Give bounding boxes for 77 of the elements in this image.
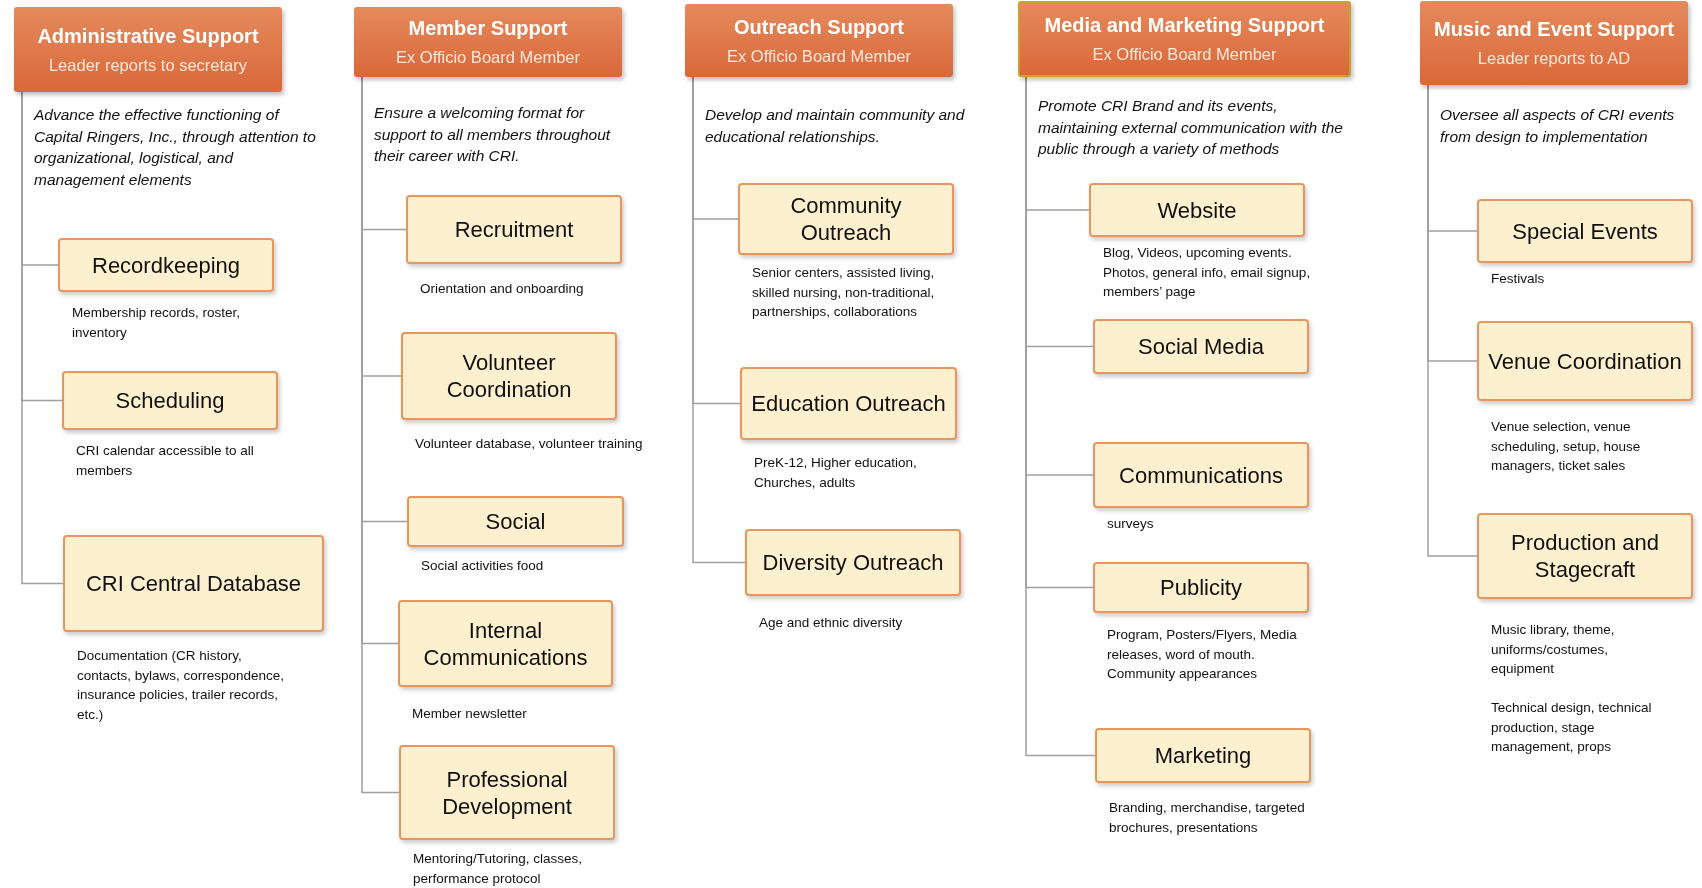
header-box [14, 7, 282, 92]
role-box [740, 367, 957, 440]
header-title: Media and Marketing Support [1044, 13, 1325, 38]
role-box [58, 238, 274, 292]
role-label: Scheduling [115, 387, 225, 414]
role-box [1477, 199, 1693, 263]
detail-text: Age and ethnic diversity [759, 614, 904, 632]
role-label: Volunteer Coordination [445, 349, 573, 403]
role-box [1093, 562, 1309, 613]
header-subtitle: Leader reports to secretary [48, 54, 248, 76]
header-subtitle: Leader reports to AD [1477, 48, 1631, 69]
role-box [738, 183, 954, 255]
detail-text: Festivals [1491, 270, 1546, 288]
detail-text: Senior centers, assisted living, skilled nursing, non-traditional, partnerships, collaborations [752, 264, 936, 321]
role-box [399, 745, 615, 840]
detail-text: Venue selection, venue scheduling, setup, house managers, ticket sales [1491, 418, 1642, 475]
role-box [1093, 319, 1309, 374]
description-text: Advance the effective functioning of Capital Ringers, Inc., through attention to organizational, logistical, and management elements [34, 105, 317, 190]
detail-text: Orientation and onboarding [420, 280, 585, 298]
role-box [1093, 442, 1309, 508]
role-label: Venue Coordination [1488, 347, 1682, 375]
header-title: Member Support [408, 16, 568, 41]
role-label: Marketing [1154, 742, 1252, 769]
detail-text: CRI calendar accessible to all members [76, 442, 255, 480]
detail-text: Documentation (CR history, contacts, bylaws, correspondence, insurance policies, trailer records, etc.) [77, 647, 286, 724]
header-title: Administrative Support [37, 23, 259, 49]
role-label: Social Media [1138, 333, 1264, 360]
role-label: Social [485, 508, 546, 535]
role-label: Education Outreach [751, 390, 946, 417]
role-label: Professional Development [441, 765, 573, 820]
description-text: Oversee all aspects of CRI events from design to implementation [1440, 105, 1676, 147]
role-label: Community Outreach [789, 192, 903, 246]
role-box [62, 371, 278, 430]
header-subtitle: Ex Officio Board Member [727, 45, 911, 67]
detail-text: Technical design, technical production, stage management, props [1491, 699, 1653, 756]
header-box [1420, 1, 1688, 85]
role-box [63, 535, 324, 632]
role-box [1477, 513, 1693, 599]
detail-text: surveys [1107, 515, 1155, 533]
role-box [1089, 183, 1305, 237]
detail-text: Blog, Videos, upcoming events. Photos, general info, email signup, members’ page [1103, 244, 1312, 301]
header-title: Outreach Support [734, 14, 904, 40]
role-box [406, 195, 622, 264]
detail-text: PreK-12, Higher education, Churches, adults [754, 454, 918, 492]
role-box [401, 332, 617, 420]
detail-text: Membership records, roster, inventory [72, 304, 242, 342]
role-label: Diversity Outreach [762, 549, 944, 576]
header-subtitle: Ex Officio Board Member [1092, 44, 1277, 65]
role-label: Publicity [1160, 574, 1242, 601]
role-box [745, 529, 961, 596]
role-box [1477, 321, 1693, 401]
role-label: CRI Central Database [85, 570, 302, 597]
detail-text: Social activities food [421, 557, 545, 575]
detail-text: Music library, theme, uniforms/costumes, equipment [1491, 621, 1616, 678]
role-box [1095, 728, 1311, 783]
detail-text: Member newsletter [412, 705, 528, 723]
detail-text: Mentoring/Tutoring, classes, performance protocol [413, 850, 584, 888]
role-label: Recordkeeping [92, 251, 240, 279]
detail-text: Volunteer database, volunteer training [415, 435, 644, 453]
description-text: Promote CRI Brand and its events, maintaining external communication with the public through a variety of methods [1038, 96, 1344, 159]
role-box [398, 600, 613, 687]
role-box [407, 496, 624, 547]
role-label: Communications [1119, 461, 1283, 489]
header-box [354, 7, 622, 77]
description-text: Develop and maintain community and educational relationships. [705, 105, 966, 147]
detail-text: Program, Posters/Flyers, Media releases, word of mouth. Community appearances [1107, 626, 1298, 683]
header-subtitle: Ex Officio Board Member [396, 47, 580, 68]
role-label: Special Events [1512, 217, 1658, 245]
header-title: Music and Event Support [1434, 17, 1674, 42]
role-label: Production and Stagecraft [1510, 529, 1660, 583]
role-label: Website [1157, 196, 1237, 224]
role-label: Internal Communications [422, 616, 589, 671]
header-box [1018, 1, 1351, 77]
header-box [685, 4, 953, 77]
description-text: Ensure a welcoming format for support to all members throughout their career with CRI. [374, 103, 612, 166]
role-label: Recruitment [454, 216, 574, 243]
detail-text: Branding, merchandise, targeted brochures, presentations [1109, 799, 1306, 837]
